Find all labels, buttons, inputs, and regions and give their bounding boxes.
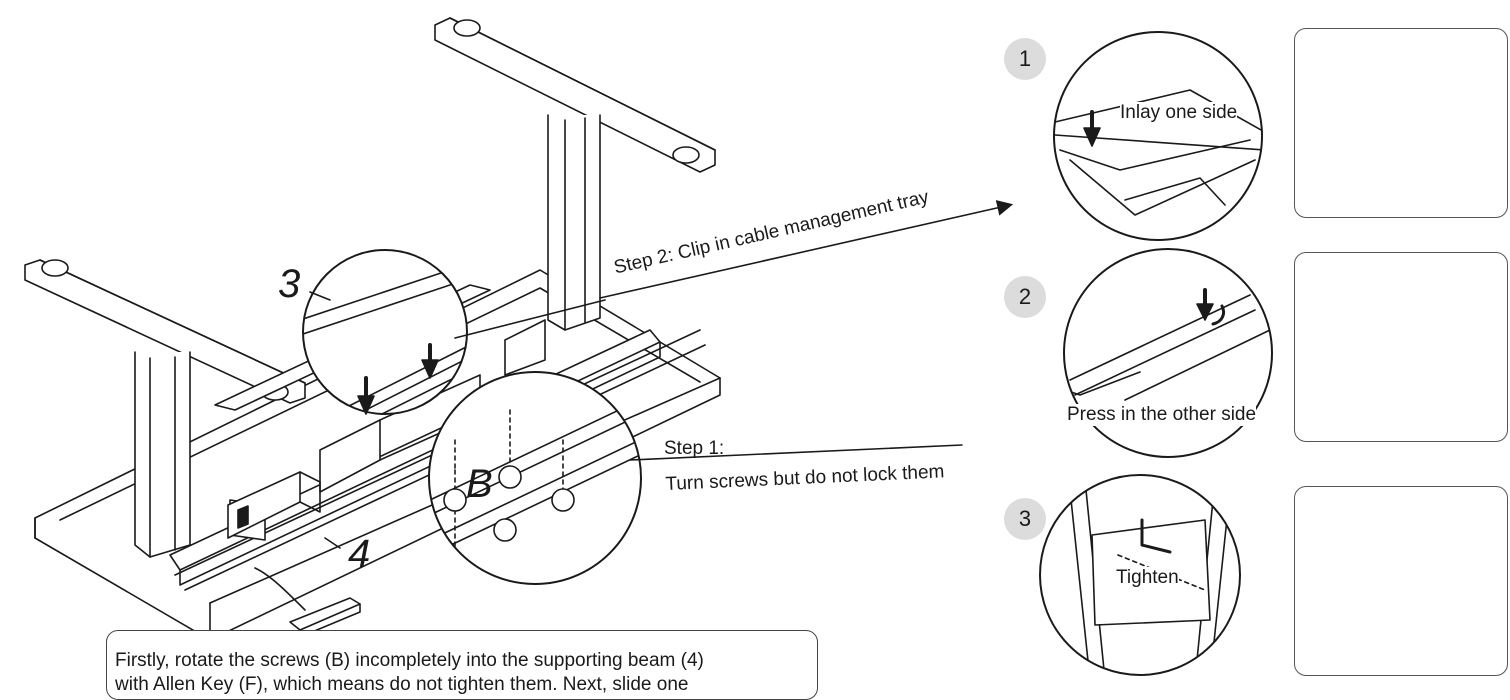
- instruction-note: Firstly, rotate the screws (B) incomplet…: [106, 630, 818, 700]
- part-label-4: 4: [348, 532, 371, 576]
- part-label-3: 3: [278, 262, 301, 306]
- step3-number-badge: 3: [1004, 498, 1046, 540]
- step2-arrow: [599, 200, 1014, 299]
- step2-caption: Press in the other side: [1067, 404, 1257, 426]
- step1-number-badge: 1: [1004, 38, 1046, 80]
- step2-panel: [1294, 252, 1508, 442]
- step2-number-badge: 2: [1004, 276, 1046, 318]
- right-leg: [434, 17, 716, 331]
- diagram-drawing: [24, 17, 1479, 676]
- callout-line-step1: [629, 444, 963, 461]
- note-line-2: with Allen Key (F), which means do not t…: [115, 674, 689, 695]
- assembly-diagram: 1 2 3 Inlay one side Press in the other …: [24, 17, 1508, 700]
- control-box: [227, 471, 321, 539]
- step1-title: Step 1:: [664, 438, 725, 459]
- step1-panel: [1294, 28, 1508, 218]
- callout-line-4: [324, 537, 341, 549]
- leg-bracket: [504, 319, 546, 376]
- detail-circle-3: [302, 249, 606, 415]
- callout-line-3: [309, 291, 331, 301]
- step3-panel: [1294, 486, 1508, 676]
- handset-cable: [254, 567, 361, 638]
- note-line-1: Firstly, rotate the screws (B) incomplet…: [115, 650, 704, 671]
- detail-circle-b: [428, 371, 642, 585]
- part-label-b: B: [466, 462, 493, 506]
- step1-caption: Inlay one side: [1120, 102, 1238, 124]
- step1-detail: [1053, 31, 1263, 241]
- step3-caption: Tighten: [1116, 567, 1179, 589]
